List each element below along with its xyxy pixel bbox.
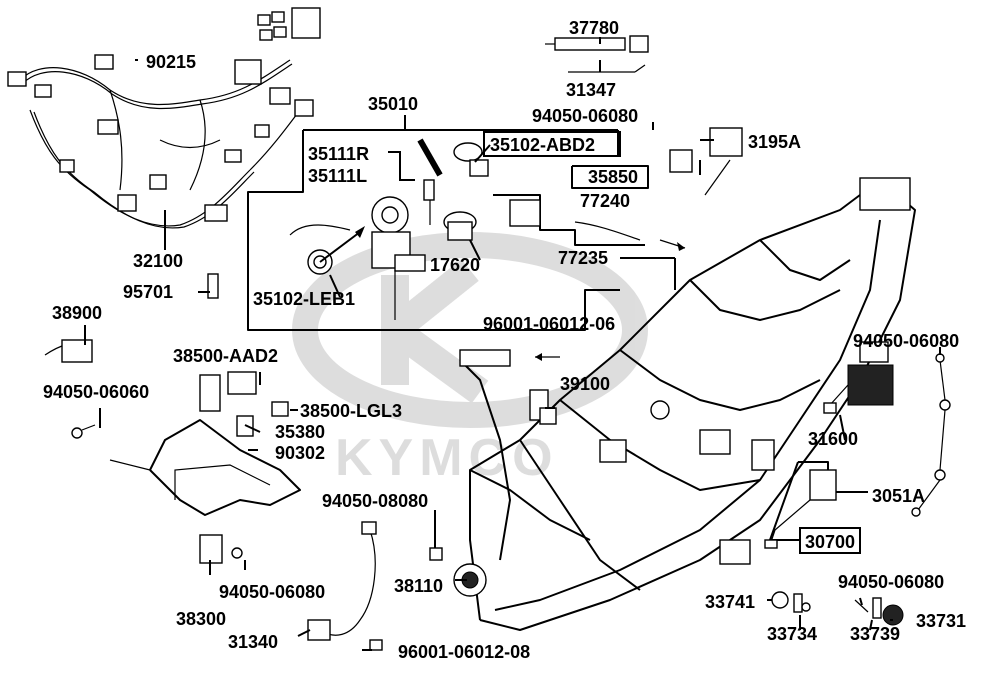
label-96001-06012-06: 96001-06012-06: [483, 314, 615, 334]
label-35010: 35010: [368, 94, 418, 114]
label-38300: 38300: [176, 609, 226, 629]
label-3051a: 3051A: [872, 486, 925, 506]
label-77240: 77240: [580, 191, 630, 211]
label-35111l: 35111L: [308, 166, 367, 186]
label-94050-06080-bottom-left: 94050-06080: [219, 582, 325, 602]
lock-set-drawing: [247, 115, 620, 331]
label-94050-06060: 94050-06060: [43, 382, 149, 402]
label-35102-abd2: 35102-ABD2: [490, 135, 595, 155]
part-labels: 37780 31347 90215 35010 94050-06080 3511…: [43, 18, 966, 662]
label-30700-box: [799, 527, 861, 554]
bolt-chain-right: [911, 353, 951, 517]
label-33739: 33739: [850, 624, 900, 644]
label-32100: 32100: [133, 251, 183, 271]
label-35102-leb1: 35102-LEB1: [253, 289, 355, 309]
label-95701: 95701: [123, 282, 173, 302]
plug-drawing: [545, 35, 649, 73]
label-31340: 31340: [228, 632, 278, 652]
label-35380: 35380: [275, 422, 325, 442]
label-39100: 39100: [560, 374, 610, 394]
direction-arrows: [535, 239, 686, 361]
label-38500-lgl3: 38500-LGL3: [300, 401, 402, 421]
rectifier-drawing: [823, 341, 894, 414]
ignition-coil-drawing: [764, 461, 868, 549]
label-38110: 38110: [394, 576, 443, 596]
label-38500-aad2: 38500-AAD2: [173, 346, 278, 366]
label-94050-06080-top: 94050-06080: [532, 106, 638, 126]
wire-harness-drawing: [7, 7, 321, 229]
label-38900: 38900: [52, 303, 102, 323]
label-37780: 37780: [569, 18, 619, 38]
small-parts-drawing: [771, 591, 904, 626]
switch-bracket-drawing: [493, 130, 645, 246]
label-96001-06012-08: 96001-06012-08: [398, 642, 530, 662]
label-30700: 30700: [805, 532, 855, 552]
leader-lines: [84, 37, 941, 651]
bracket-assembly-drawing: [44, 273, 301, 564]
label-31600: 31600: [808, 429, 858, 449]
label-94050-06080-bottom-right: 94050-06080: [838, 572, 944, 592]
main-frame-drawing: [459, 177, 916, 631]
label-35102-abd2-box: [483, 131, 621, 157]
label-90302: 90302: [275, 443, 325, 463]
label-35111r: 35111R: [308, 144, 369, 164]
label-17620: 17620: [430, 255, 480, 275]
svg-text:KYMCO: KYMCO: [335, 429, 559, 487]
label-94050-06080-right: 94050-06080: [853, 331, 959, 351]
label-35850: 35850: [588, 167, 638, 187]
relay-box-drawing: [571, 127, 743, 196]
label-33731: 33731: [916, 611, 966, 631]
label-3195a: 3195A: [748, 132, 801, 152]
label-94050-08080: 94050-08080: [322, 491, 428, 511]
label-90215: 90215: [146, 52, 196, 72]
label-33734: 33734: [767, 624, 817, 644]
label-31347: 31347: [566, 80, 616, 100]
label-77235: 77235: [558, 248, 608, 268]
label-33741: 33741: [705, 592, 755, 612]
